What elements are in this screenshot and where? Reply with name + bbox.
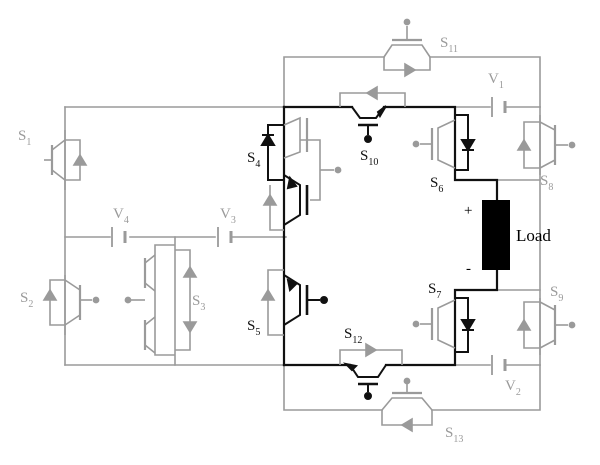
label-v3: V3 <box>220 206 236 226</box>
svg-text:S3: S3 <box>192 293 205 313</box>
switch-s4-active <box>260 124 309 226</box>
svg-text:S10: S10 <box>360 148 378 168</box>
label-v4: V4 <box>113 206 129 226</box>
label-v2: V2 <box>505 378 521 398</box>
label-s3: S3 <box>192 293 205 313</box>
svg-text:S9: S9 <box>550 284 563 304</box>
switch-s6 <box>412 119 456 169</box>
switch-s12-active <box>342 362 387 400</box>
switch-s7 <box>412 299 456 349</box>
switch-s10-active <box>351 105 387 143</box>
label-s13: S13 <box>445 425 463 445</box>
svg-text:V2: V2 <box>505 378 521 398</box>
svg-text:S8: S8 <box>540 173 553 193</box>
battery-v1 <box>491 97 507 117</box>
svg-text:V3: V3 <box>220 206 236 226</box>
switch-s3 <box>124 244 198 356</box>
svg-text:S11: S11 <box>440 35 458 55</box>
svg-text:V4: V4 <box>113 206 129 226</box>
label-s1: S1 <box>18 128 31 148</box>
svg-text:S12: S12 <box>344 326 362 346</box>
svg-text:S1: S1 <box>18 128 31 148</box>
label-s10: S10 <box>360 148 378 168</box>
battery-v3 <box>217 227 233 247</box>
label-s9: S9 <box>550 284 563 304</box>
switch-s6-diode <box>455 114 476 171</box>
svg-text:S13: S13 <box>445 425 463 445</box>
switch-s5-active <box>283 274 328 326</box>
label-s5: S5 <box>247 318 260 338</box>
switch-s7-diode <box>455 297 476 353</box>
svg-text:S7: S7 <box>428 281 441 301</box>
label-s4: S4 <box>247 150 260 170</box>
load-minus: - <box>466 261 471 277</box>
label-s2: S2 <box>20 290 33 310</box>
switch-s12-diode <box>339 342 403 365</box>
switch-s11 <box>383 18 431 78</box>
switch-s9 <box>516 298 576 355</box>
battery-v2 <box>491 355 507 375</box>
svg-text:S4: S4 <box>247 150 260 170</box>
load-resistor <box>482 200 510 270</box>
svg-text:S6: S6 <box>430 175 443 195</box>
inactive-wiring <box>64 56 541 411</box>
label-s6: S6 <box>430 175 443 195</box>
label-s11: S11 <box>440 35 458 55</box>
svg-text:S5: S5 <box>247 318 260 338</box>
switch-s2 <box>42 275 100 335</box>
label-v1: V1 <box>488 71 504 91</box>
battery-v4 <box>111 227 127 247</box>
svg-text:V1: V1 <box>488 71 504 91</box>
svg-text:S2: S2 <box>20 290 33 310</box>
label-s7: S7 <box>428 281 441 301</box>
switch-s8 <box>516 115 576 175</box>
switch-s10-diode <box>339 85 406 107</box>
load-label: Load <box>516 226 551 245</box>
switch-s5-body <box>260 269 284 336</box>
label-s12: S12 <box>344 326 362 346</box>
switch-s13 <box>381 377 433 433</box>
load-plus: + <box>464 203 472 219</box>
switch-s1 <box>44 130 88 190</box>
label-s8: S8 <box>540 173 553 193</box>
switch-s4-body <box>262 116 342 231</box>
active-wiring <box>282 105 499 367</box>
